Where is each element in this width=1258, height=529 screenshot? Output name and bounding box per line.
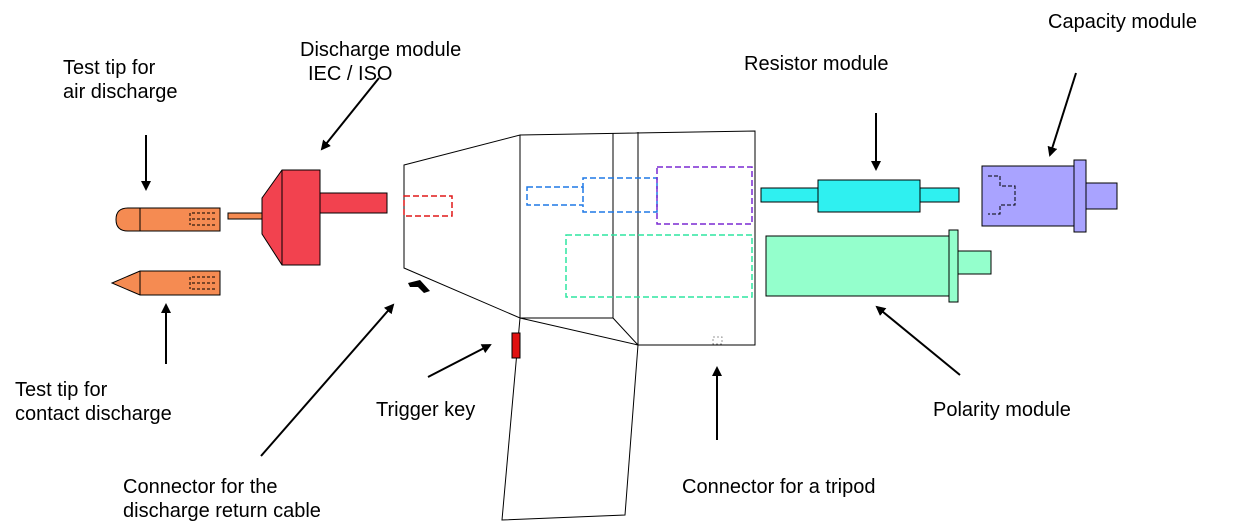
contact-discharge-test-tip <box>110 270 221 296</box>
label-test-tip-air-line2: air discharge <box>63 81 178 103</box>
label-return-cable-connector: Connector for the discharge return cable <box>123 475 321 523</box>
capacity-module <box>981 159 1118 233</box>
discharge-module <box>227 169 388 266</box>
label-resistor-module: Resistor module <box>744 53 889 75</box>
generator-body <box>403 130 756 521</box>
air-discharge-test-tip <box>115 207 221 232</box>
label-polarity-module: Polarity module <box>933 399 1071 421</box>
return-cable-connector <box>408 280 430 293</box>
label-return-cable-line2: discharge return cable <box>123 500 321 522</box>
label-trigger-key: Trigger key <box>376 399 476 421</box>
label-test-tip-air-line1: Test tip for <box>63 57 156 79</box>
arrow-discharge-module <box>320 77 380 151</box>
label-tripod-connector: Connector for a tripod <box>682 476 876 498</box>
label-discharge-module-line1: Discharge module <box>300 39 462 61</box>
label-test-tip-contact-line2: contact discharge <box>15 403 172 425</box>
tripod-connector-socket <box>712 336 723 345</box>
arrow-capacity-module <box>1047 72 1077 157</box>
label-return-cable-line1: Connector for the <box>123 476 278 498</box>
polarity-module <box>765 229 992 303</box>
pointer-arrows <box>141 72 1077 457</box>
trigger-key <box>511 332 521 359</box>
label-test-tip-air: Test tip for air discharge <box>63 56 178 104</box>
arrow-return-cable <box>260 303 395 457</box>
arrow-trigger-key <box>427 344 492 378</box>
label-discharge-module: Discharge module IEC / ISO <box>300 38 461 86</box>
label-discharge-module-line2: IEC / ISO <box>308 63 393 85</box>
label-test-tip-contact-line1: Test tip for <box>15 379 108 401</box>
internal-dashed-components <box>403 166 753 298</box>
resistor-module <box>760 179 960 213</box>
label-test-tip-contact: Test tip for contact discharge <box>15 378 172 426</box>
label-capacity-module: Capacity module <box>1048 11 1197 33</box>
arrow-polarity-module <box>875 305 961 376</box>
